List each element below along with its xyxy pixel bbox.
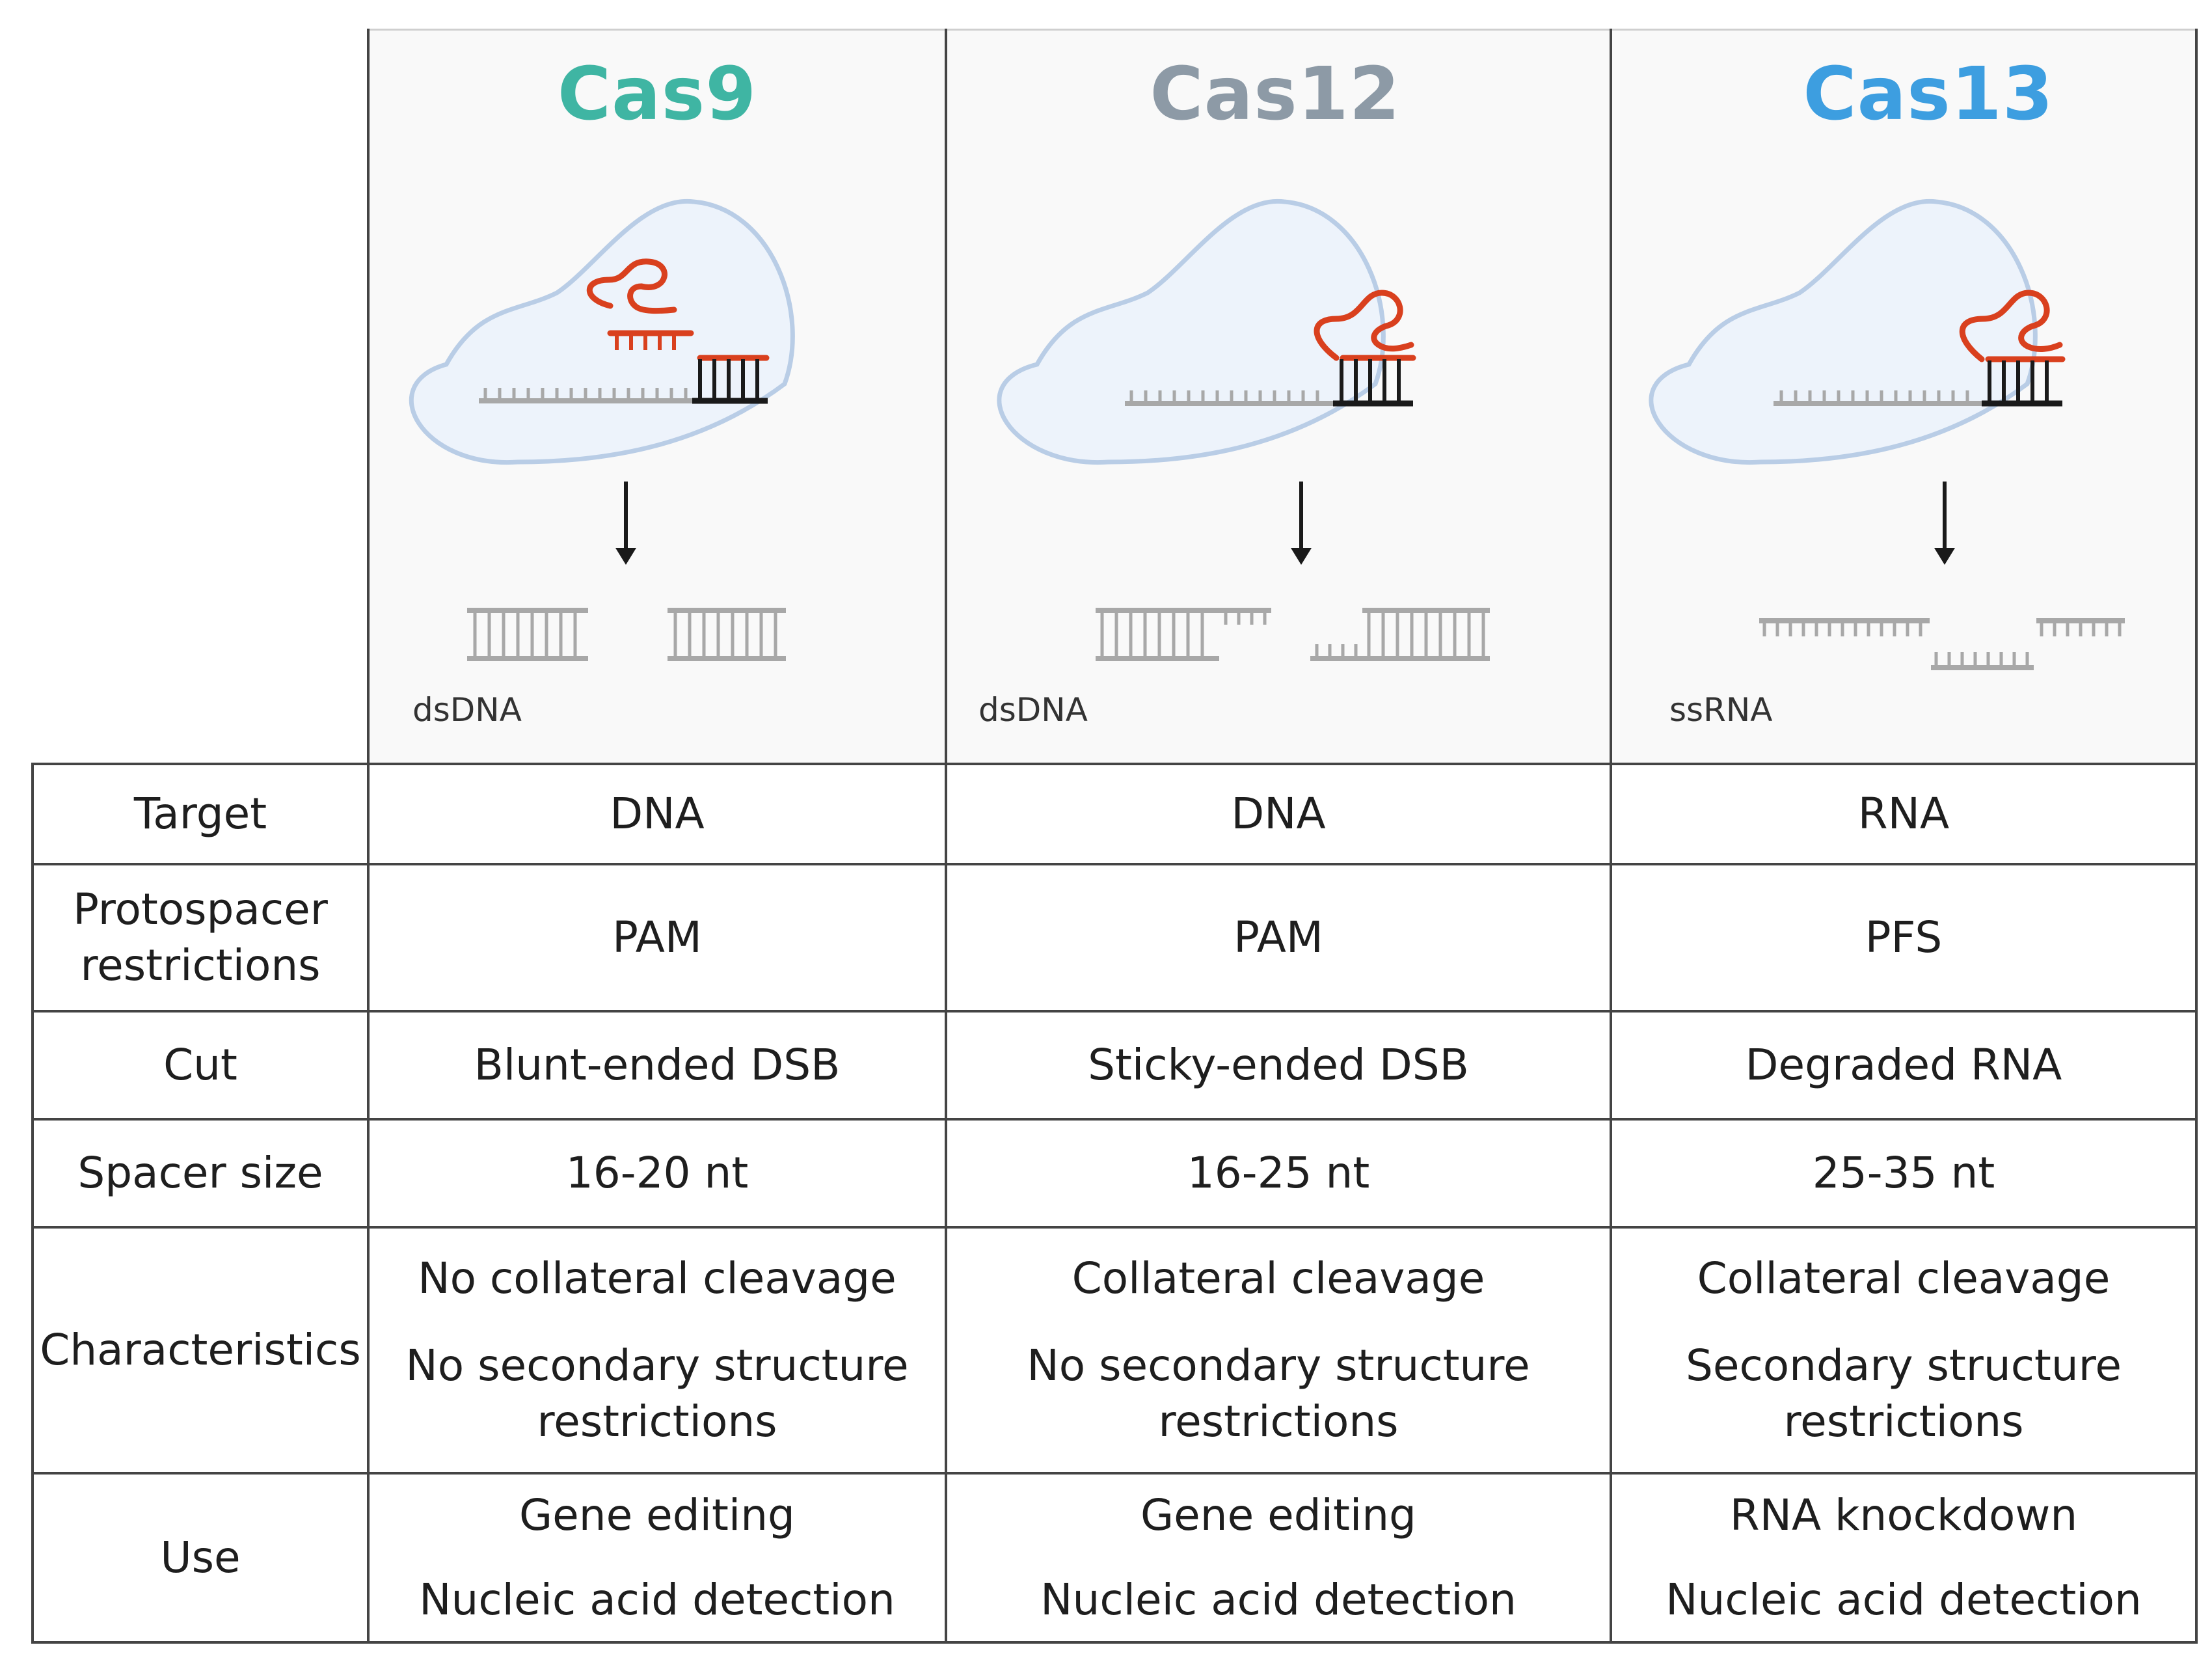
cell-cas12-spacer-size: 16-25 nt <box>1187 1148 1370 1199</box>
row-label-use: Use <box>160 1532 241 1583</box>
cas9-illustration <box>409 198 795 661</box>
cell-cas9-protospacer: PAM <box>612 912 702 963</box>
cell-cas12-characteristics: Collateral cleavage No secondary structu… <box>1027 1253 1530 1447</box>
column-divider-2 <box>945 29 947 1644</box>
cas9-protein-icon <box>409 198 795 465</box>
row-label-characteristics: Characteristics <box>40 1325 361 1376</box>
cas13-degraded-rna-icon <box>1759 618 2125 670</box>
table-left-border <box>31 763 34 1644</box>
cas13-molecule-label: ssRNA <box>1669 691 1773 729</box>
cell-cas13-target: RNA <box>1857 789 1950 839</box>
cas9-cleaved-dna-icon <box>467 608 786 661</box>
cas13-arrowhead-icon <box>1934 548 1955 565</box>
row-label-spacer-size: Spacer size <box>77 1148 323 1199</box>
cell-cas13-cut: Degraded RNA <box>1745 1040 2062 1091</box>
cas13-illustration <box>1649 198 2125 670</box>
row-divider-5 <box>31 1472 2196 1475</box>
table-bottom-border <box>31 1641 2196 1644</box>
cell-cas12-protospacer: PAM <box>1234 912 1323 963</box>
row-divider-3 <box>31 1118 2196 1121</box>
cell-cas13-spacer-size: 25-35 nt <box>1812 1148 1995 1199</box>
header-top-border <box>368 29 2196 31</box>
table-right-border <box>2195 29 2198 1644</box>
cas13-guide-rna-icon <box>1959 290 2066 362</box>
cas13-protein-icon <box>1649 198 2038 465</box>
cell-cas12-cut: Sticky-ended DSB <box>1088 1040 1469 1091</box>
row-divider-1 <box>31 863 2196 865</box>
cas13-title: Cas13 <box>1803 52 2054 137</box>
cell-cas9-target: DNA <box>610 789 705 839</box>
row-divider-2 <box>31 1010 2196 1012</box>
cas9-arrowhead-icon <box>615 548 636 565</box>
cell-cas9-spacer-size: 16-20 nt <box>565 1148 749 1199</box>
cas9-molecule-label: dsDNA <box>412 691 522 729</box>
row-label-target: Target <box>133 789 267 839</box>
row-divider-4 <box>31 1226 2196 1229</box>
cas12-protein-icon <box>997 198 1386 465</box>
row-label-cut: Cut <box>163 1040 237 1091</box>
cas12-cleaved-dna-icon <box>1096 608 1490 661</box>
cas12-molecule-label: dsDNA <box>978 691 1088 729</box>
cas12-guide-rna-icon <box>1314 290 1416 361</box>
cas12-illustration <box>997 198 1490 661</box>
cas9-guide-rna-icon <box>586 258 770 361</box>
cas12-arrowhead-icon <box>1291 548 1312 565</box>
cell-cas13-protospacer: PFS <box>1865 912 1943 963</box>
table-top-border <box>31 763 2196 765</box>
cas9-title: Cas9 <box>557 52 757 137</box>
cas12-title: Cas12 <box>1150 52 1401 137</box>
column-divider-1 <box>367 29 370 1644</box>
column-divider-3 <box>1610 29 1612 1644</box>
cell-cas9-cut: Blunt-ended DSB <box>474 1040 841 1091</box>
cell-cas9-characteristics: No collateral cleavage No secondary stru… <box>405 1253 909 1447</box>
cell-cas12-target: DNA <box>1231 789 1326 839</box>
